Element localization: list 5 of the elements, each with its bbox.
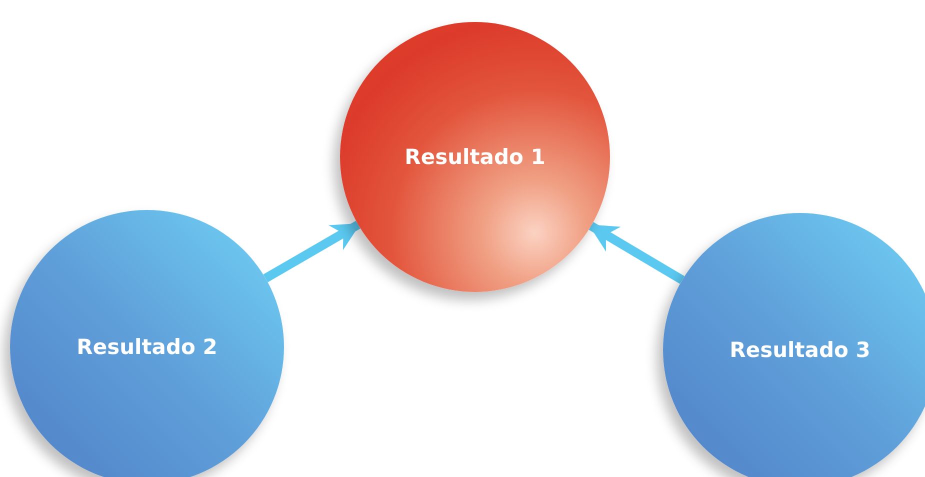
- arrow: [588, 222, 684, 284]
- node-label: Resultado 3: [730, 338, 870, 362]
- arrow: [263, 220, 361, 282]
- node-label: Resultado 1: [404, 145, 546, 169]
- node-label: Resultado 2: [76, 335, 218, 359]
